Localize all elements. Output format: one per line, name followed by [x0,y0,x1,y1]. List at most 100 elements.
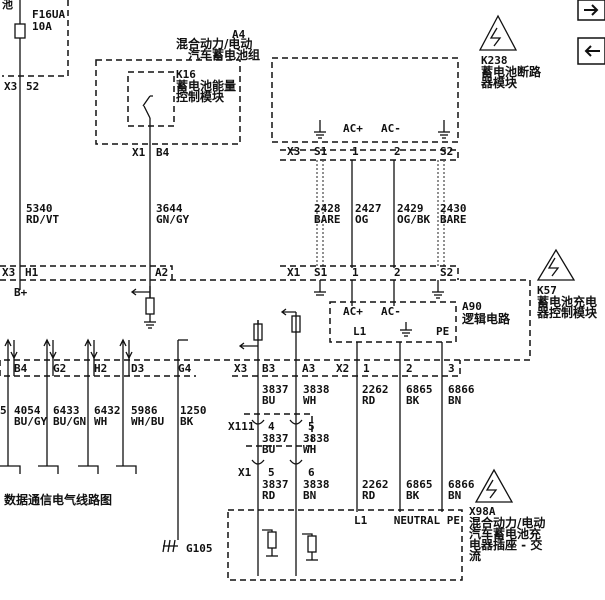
svg-text:S2: S2 [440,266,453,279]
svg-text:AC-: AC- [381,305,401,318]
svg-text:OG/BK: OG/BK [397,213,430,226]
module-k238: K238 蓄电池断路 器模块 AC+ AC- X3 S1 1 2 S2 [271,14,542,161]
svg-text:3644: 3644 [156,202,183,215]
svg-text:5: 5 [0,404,7,417]
ground-icon [314,120,326,139]
svg-text:RD/VT: RD/VT [26,213,59,226]
svg-text:BK: BK [406,489,420,502]
svg-text:3837: 3837 [262,383,289,396]
svg-text:WH/BU: WH/BU [131,415,164,428]
forward-nav-button[interactable] [577,0,605,21]
svg-text:G2: G2 [53,362,66,375]
svg-text:2262: 2262 [362,383,389,396]
svg-text:3838: 3838 [303,383,330,396]
svg-text:RD: RD [362,394,376,407]
svg-text:2: 2 [394,266,401,279]
svg-text:1: 1 [352,266,359,279]
x1-connector: X1 [238,466,252,479]
svg-text:1: 1 [363,362,370,375]
back-nav-button[interactable] [577,37,605,65]
svg-text:5340: 5340 [26,202,53,215]
fuse-name: F16UA [32,8,65,21]
x98a-id: X98A [469,505,496,518]
svg-text:3838: 3838 [303,432,330,445]
svg-text:BU: BU [262,394,276,407]
k238-pin-1: 1 [352,145,359,158]
svg-text:2428: 2428 [314,202,341,215]
svg-text:B3: B3 [262,362,275,375]
module-a90: A90 逻辑电路 AC+ AC- L1 PE [329,280,511,343]
k238-name-line1: 蓄电池断路 [481,64,542,79]
data-link-label: 数据通信电气线路图 [4,492,112,507]
x98a-name-line2: 汽车蓄电池充 [469,526,541,541]
k16-pin: B4 [156,146,170,159]
svg-text:2262: 2262 [362,478,389,491]
a4-id: A4 [232,28,246,41]
svg-text:X3: X3 [234,362,247,375]
x3-pilot-circuits: X111 4 5 3837 BU 3838 WH X1 5 6 3837 RD … [228,308,330,576]
svg-text:A3: A3 [302,362,315,375]
k57-pin-a2: A2 [155,266,168,279]
fuse-rating: 10A [32,20,52,33]
svg-text:6: 6 [308,466,315,479]
k16-connector: X1 [132,146,146,159]
k238-signal-acplus: AC+ [343,122,363,135]
fuse-connector: X3 [4,80,17,93]
ground-icon [438,120,450,139]
a4-name-line2: 汽车蓄电池组 [188,47,260,62]
a4-name-line1: 混合动力/电动 [176,36,252,51]
a90-name: 逻辑电路 [462,311,511,326]
module-k57: X3 H1 B+ A2 X1 S1 1 2 S2 K57 蓄电池充电 器控制模块 [0,248,598,361]
svg-text:BU: BU [262,443,276,456]
svg-text:3837: 3837 [262,432,289,445]
left-arrow-icon [584,45,600,57]
k57-id: K57 [537,284,557,297]
switch-icon [142,95,153,150]
k16-id: K16 [176,68,196,81]
x98a-name-line4: 流 [469,548,481,563]
module-a4: A4 混合动力/电动 汽车蓄电池组 [95,28,260,145]
svg-text:6866: 6866 [448,478,475,491]
fuse-pin: 52 [26,80,39,93]
svg-text:3: 3 [448,362,455,375]
svg-text:5: 5 [268,466,275,479]
x111-connector: X111 [228,420,255,433]
svg-text:WH: WH [303,443,316,456]
fuse-block: 池 F16UA 10A X3 52 [2,0,69,290]
svg-text:1250: 1250 [180,404,207,417]
x98a-name-line1: 混合动力/电动 [469,515,545,530]
right-arrow-icon [584,4,599,16]
svg-text:BK: BK [406,394,420,407]
lower-wire-labels: 5 4054 BU/GY 6433 BU/GN 6432 WH 5986 WH/… [0,383,475,428]
svg-text:BU/GN: BU/GN [53,415,86,428]
x98a-name-line3: 电器插座 - 交 [469,537,542,552]
svg-text:L1: L1 [353,325,367,338]
module-k16: K16 蓄电池能量 控制模块 X1 B4 [127,68,236,298]
svg-text:5986: 5986 [131,404,158,417]
k57-pin-h1: H1 [25,266,39,279]
svg-text:H2: H2 [94,362,107,375]
high-voltage-icon [536,248,576,281]
svg-text:2: 2 [406,362,413,375]
svg-text:WH: WH [94,415,107,428]
svg-text:3837: 3837 [262,478,289,491]
svg-text:RD: RD [362,489,376,502]
data-link-wires: 数据通信电气线路图 G105 [0,338,213,555]
svg-text:GN/GY: GN/GY [156,213,189,226]
svg-text:OG: OG [355,213,369,226]
svg-text:PE: PE [436,325,449,338]
fuse-icon [14,23,26,39]
svg-text:6865: 6865 [406,478,433,491]
k57-name-line2: 器控制模块 [536,305,598,320]
svg-text:BN: BN [448,394,461,407]
svg-text:G4: G4 [178,362,192,375]
svg-text:B4: B4 [14,362,28,375]
svg-text:2429: 2429 [397,202,424,215]
upper-wire-labels: 5340 RD/VT 3644 GN/GY 2428 BARE 2427 OG … [26,202,467,226]
svg-text:6433: 6433 [53,404,80,417]
svg-text:2430: 2430 [440,202,467,215]
svg-text:4: 4 [268,420,275,433]
k238-pin-s1: S1 [314,145,328,158]
k57-x1: X1 [287,266,301,279]
